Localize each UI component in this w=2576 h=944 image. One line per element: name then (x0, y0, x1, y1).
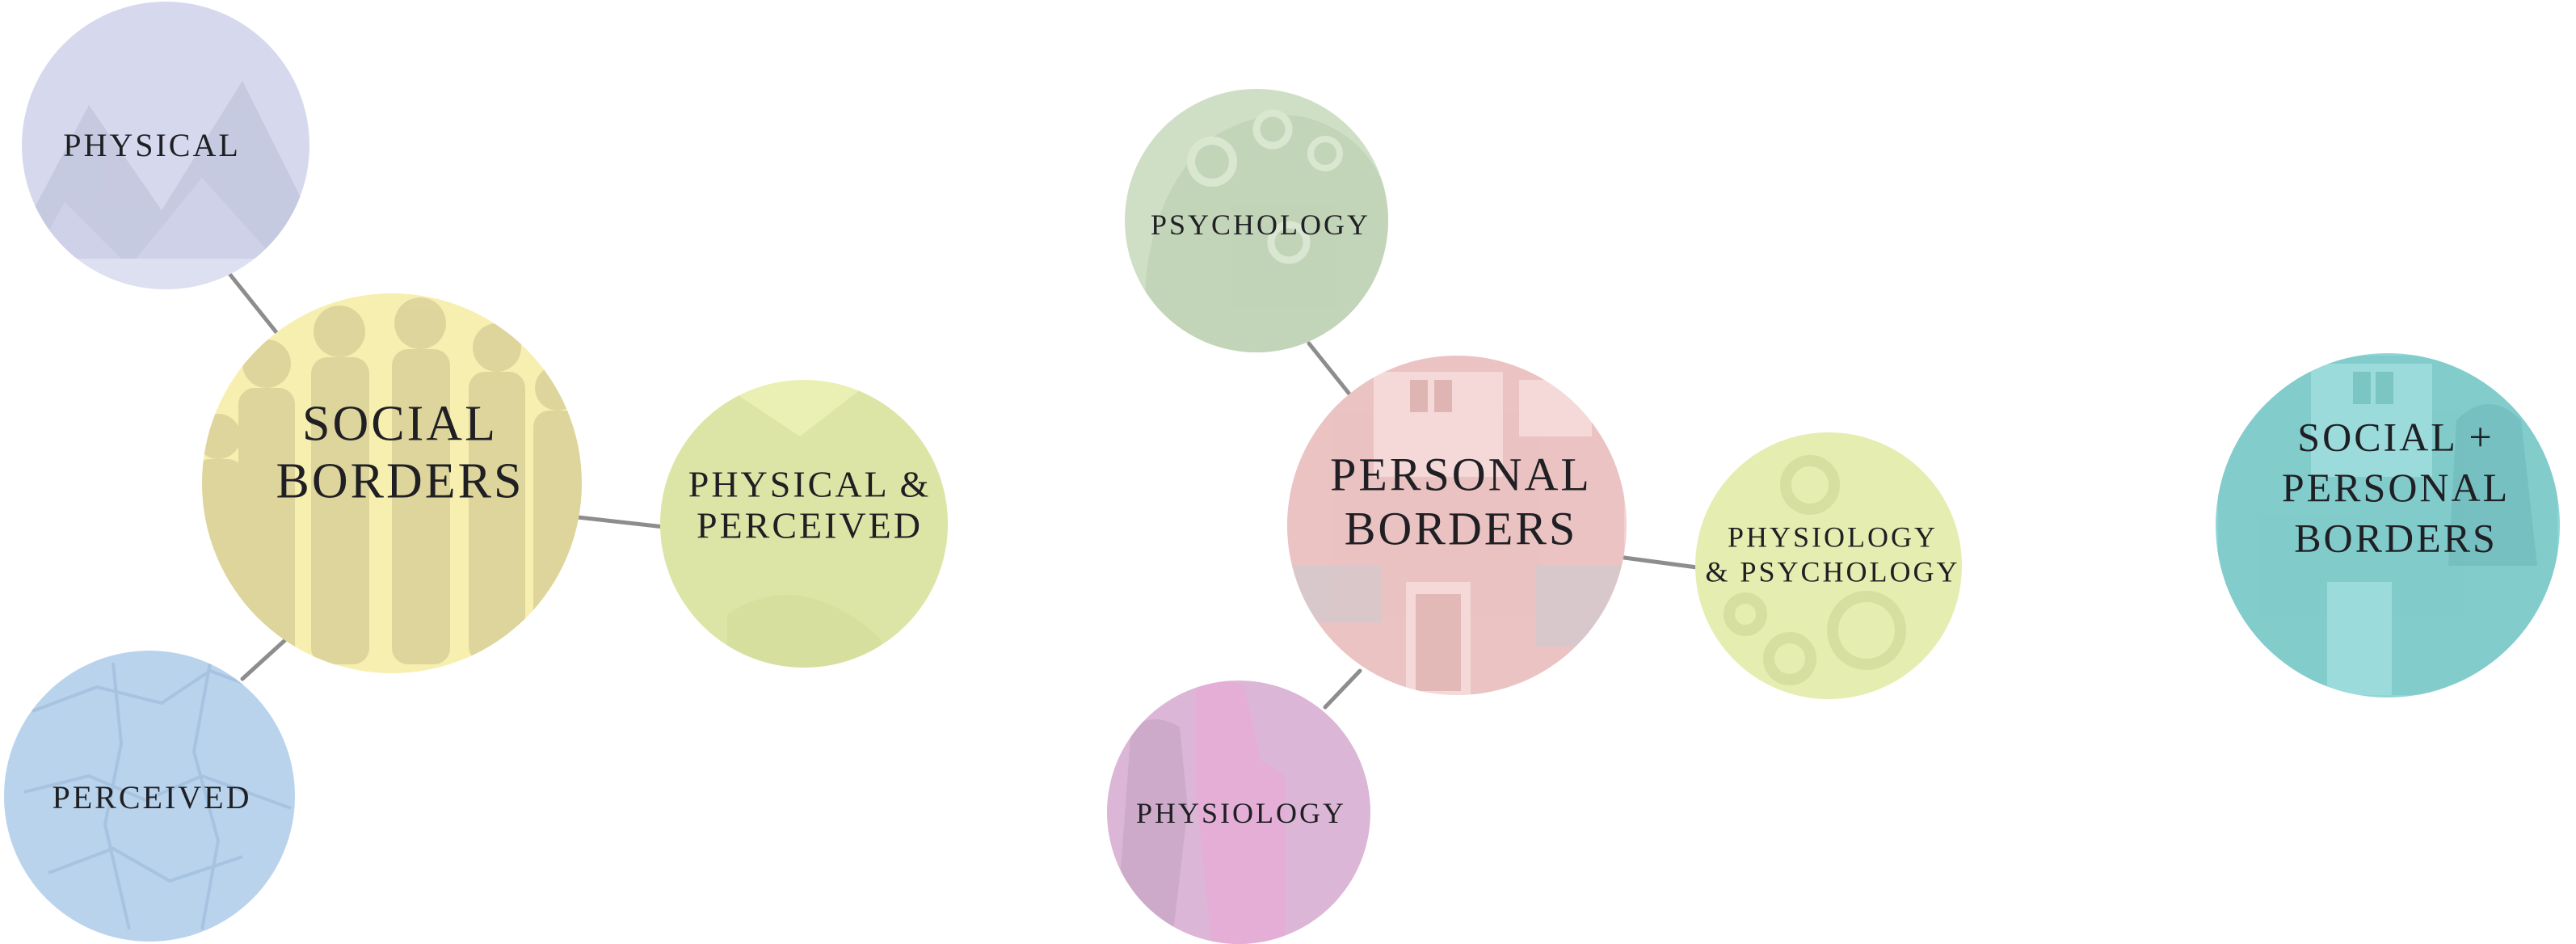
house-icon (1287, 356, 1624, 695)
node-personal-borders-label-line: BORDERS (1345, 502, 1578, 554)
node-psychology-label-line: PSYCHOLOGY (1151, 209, 1370, 241)
crowd-icon (202, 297, 582, 669)
node-psychology-label: PSYCHOLOGY (1151, 209, 1370, 241)
node-physical-perceived-label: PHYSICAL &PERCEIVED (688, 464, 932, 546)
node-physical[interactable]: PHYSICAL (16, 2, 323, 291)
node-social-personal-borders[interactable]: SOCIAL + PERSONAL BORDERS (2216, 353, 2560, 697)
link-personal-psychology (1307, 341, 1353, 398)
house-crowd-icon (2218, 356, 2557, 695)
link-social-physical-perceived (575, 515, 667, 529)
node-physical-label-line: PHYSICAL (63, 127, 241, 163)
landscape-icon (660, 380, 948, 668)
node-perceived-circle (4, 651, 295, 942)
node-social-personal-borders-label-line: BORDERS (2294, 516, 2498, 561)
node-personal-borders-label-line: PERSONAL (1330, 449, 1592, 501)
node-social-personal-borders-label: SOCIAL + PERSONAL BORDERS (2282, 415, 2510, 561)
silhouette-icon (1115, 681, 1285, 944)
gears-icon (1724, 455, 1906, 685)
node-physiology-label: PHYSIOLOGY (1136, 797, 1346, 829)
node-perceived-label-line: PERCEIVED (53, 779, 252, 815)
node-social-borders-label-line: BORDERS (276, 454, 524, 509)
node-social-personal-borders-label-line: PERSONAL (2282, 465, 2510, 510)
node-physiology-psychology-label: PHYSIOLOGY& PSYCHOLOGY (1705, 520, 1959, 588)
node-physical-perceived-label-line: PERCEIVED (697, 504, 923, 546)
node-physiology[interactable]: PHYSIOLOGY (1107, 679, 1370, 944)
node-physical-perceived-circle (660, 380, 948, 668)
node-physiology-psychology-label-line: & PSYCHOLOGY (1705, 556, 1959, 588)
link-social-perceived (240, 636, 289, 681)
node-physiology-psychology-label-line: PHYSIOLOGY (1728, 520, 1938, 553)
node-perceived[interactable]: PERCEIVED (4, 651, 295, 942)
node-social-personal-borders-label-line: SOCIAL + (2297, 415, 2494, 460)
connectors (228, 272, 1699, 710)
link-personal-physiology (1323, 668, 1362, 710)
node-physiology-psychology[interactable]: PHYSIOLOGY& PSYCHOLOGY (1695, 432, 1962, 699)
map-icon (23, 662, 292, 930)
link-social-physical (228, 272, 281, 338)
node-physical-perceived[interactable]: PHYSICAL &PERCEIVED (660, 380, 949, 671)
node-physical-perceived-label-line: PHYSICAL & (688, 464, 932, 505)
node-physiology-label-line: PHYSIOLOGY (1136, 797, 1346, 829)
node-psychology[interactable]: PSYCHOLOGY (1125, 89, 1390, 356)
gears-head-icon (1144, 109, 1388, 352)
node-perceived-label: PERCEIVED (53, 779, 252, 815)
node-social-borders-label-line: SOCIAL (302, 396, 498, 451)
node-physical-label: PHYSICAL (63, 127, 241, 163)
link-personal-physiology-psychology (1622, 555, 1699, 570)
